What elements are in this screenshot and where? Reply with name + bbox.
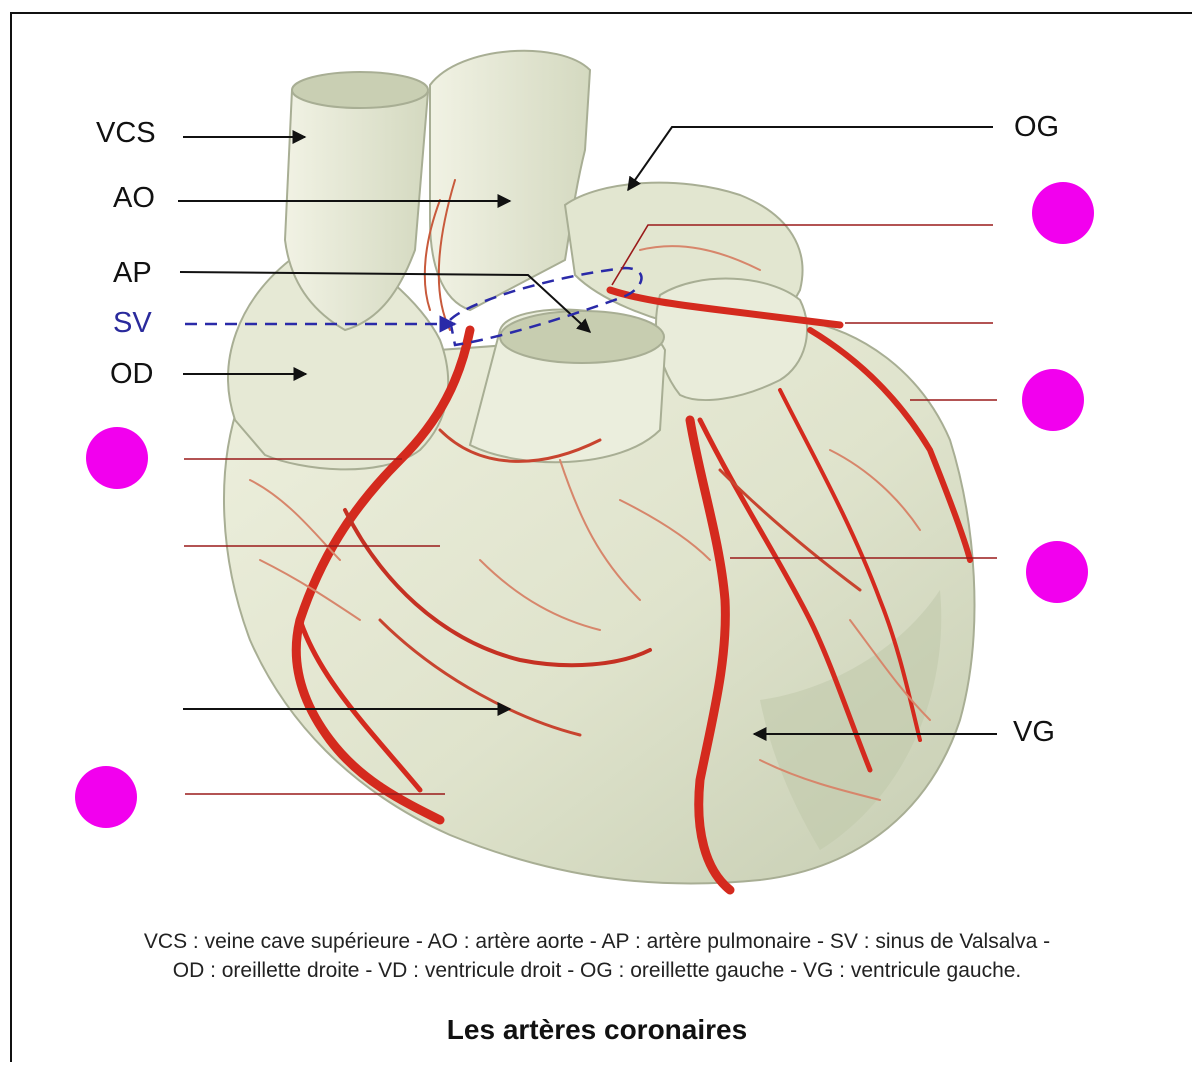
- blank-marker-2: [1022, 369, 1084, 431]
- label-ap: AP: [113, 259, 152, 288]
- blank-marker-4: [86, 427, 148, 489]
- superior-vena-cava: [285, 75, 428, 330]
- blank-marker-3: [1026, 541, 1088, 603]
- vena-cava-opening: [292, 72, 428, 108]
- label-og: OG: [1014, 113, 1059, 142]
- blank-marker-1: [1032, 182, 1094, 244]
- label-od: OD: [110, 360, 154, 389]
- legend-line-2: OD : oreillette droite - VD : ventricule…: [0, 960, 1194, 981]
- label-sv: SV: [113, 309, 152, 338]
- blank-marker-5: [75, 766, 137, 828]
- pulmonary-opening: [500, 311, 664, 363]
- figure-title: Les artères coronaires: [0, 1016, 1194, 1044]
- label-ao: AO: [113, 184, 155, 213]
- label-vcs: VCS: [96, 119, 156, 148]
- legend-line-1: VCS : veine cave supérieure - AO : artèr…: [0, 931, 1194, 952]
- label-vg: VG: [1013, 718, 1055, 747]
- pointer-og: [628, 127, 993, 190]
- heart-illustration: [224, 51, 974, 884]
